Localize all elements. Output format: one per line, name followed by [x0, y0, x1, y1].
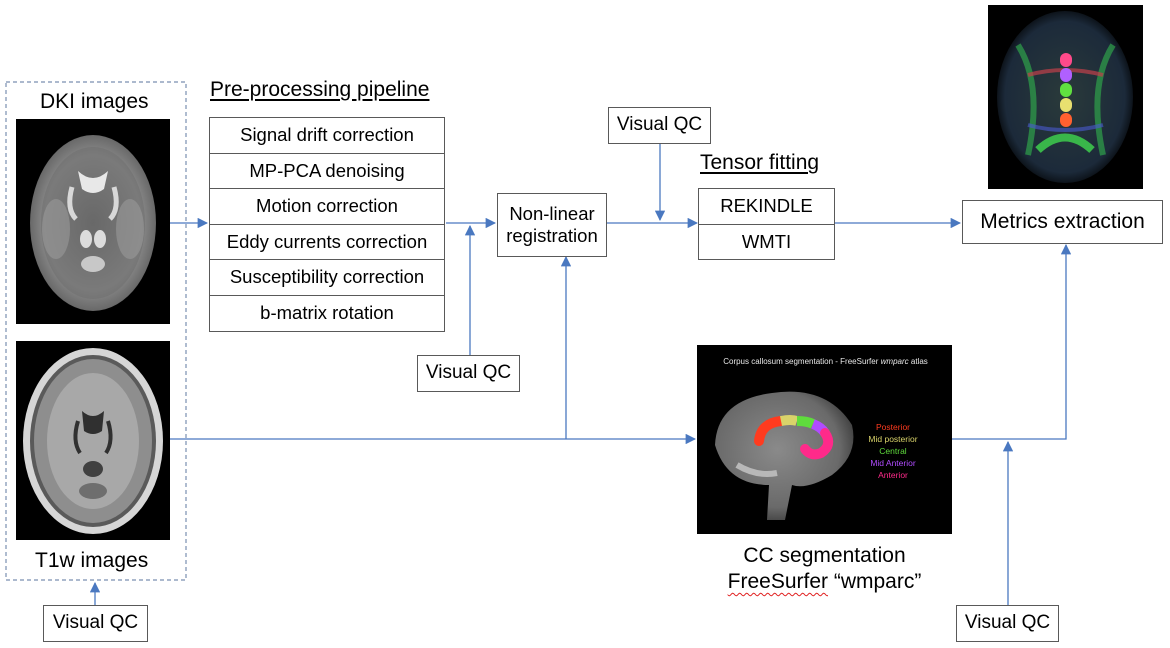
- metrics-extraction-box: Metrics extraction: [962, 200, 1163, 244]
- segmentation-visual-qc-box: Visual QC: [956, 605, 1059, 642]
- step-bmatrix-rotation: b-matrix rotation: [260, 302, 394, 324]
- caption-line1: CC segmentation: [743, 544, 906, 567]
- step-eddy-currents: Eddy currents correction: [210, 225, 444, 260]
- tensor-fitting-title: Tensor fitting: [700, 151, 820, 174]
- legend-mid-posterior: Mid posterior: [868, 434, 918, 444]
- model-wmti: WMTI: [741, 231, 792, 253]
- legend-posterior: Posterior: [875, 422, 910, 432]
- cc-legend: Posterior Mid posterior Central Mid Ante…: [865, 421, 921, 481]
- registration-label-line1: Non-linear: [509, 202, 595, 224]
- input-visual-qc-box: Visual QC: [43, 605, 148, 642]
- dti-color-map-image: [988, 5, 1143, 189]
- cc-segmentation-figure: Corpus callosum segmentation - FreeSurfe…: [697, 345, 952, 534]
- tensor-models: REKINDLE WMTI: [698, 188, 835, 260]
- cc-figure-title: Corpus callosum segmentation - FreeSurfe…: [723, 357, 928, 366]
- preprocessing-title: Pre-processing pipeline: [210, 78, 430, 101]
- preprocessing-visual-qc-box: Visual QC: [417, 355, 520, 392]
- registration-visual-qc-box: Visual QC: [608, 107, 711, 144]
- legend-central: Central: [879, 446, 907, 456]
- model-rekindle: REKINDLE: [699, 189, 834, 225]
- dki-brain-image: [16, 119, 170, 324]
- legend-anterior: Anterior: [878, 470, 908, 480]
- legend-mid-anterior: Mid Anterior: [870, 458, 916, 468]
- step-susceptibility: Susceptibility correction: [210, 260, 444, 296]
- caption-line2: FreeSurfer “wmparc”: [727, 570, 922, 593]
- preprocessing-steps: Signal drift correction MP-PCA denoising…: [209, 117, 445, 332]
- registration-label-line2: registration: [506, 225, 598, 246]
- cc-segmentation-caption: CC segmentation FreeSurfer “wmparc”: [697, 543, 952, 595]
- dki-images-label: DKI images: [40, 90, 149, 113]
- step-signal-drift: Signal drift correction: [210, 118, 444, 154]
- t1w-images-label: T1w images: [35, 549, 149, 572]
- t1w-brain-image: [16, 341, 170, 540]
- step-motion-correction: Motion correction: [210, 189, 444, 225]
- registration-box: Non-linear registration: [497, 193, 607, 257]
- step-denoising: MP-PCA denoising: [210, 154, 444, 189]
